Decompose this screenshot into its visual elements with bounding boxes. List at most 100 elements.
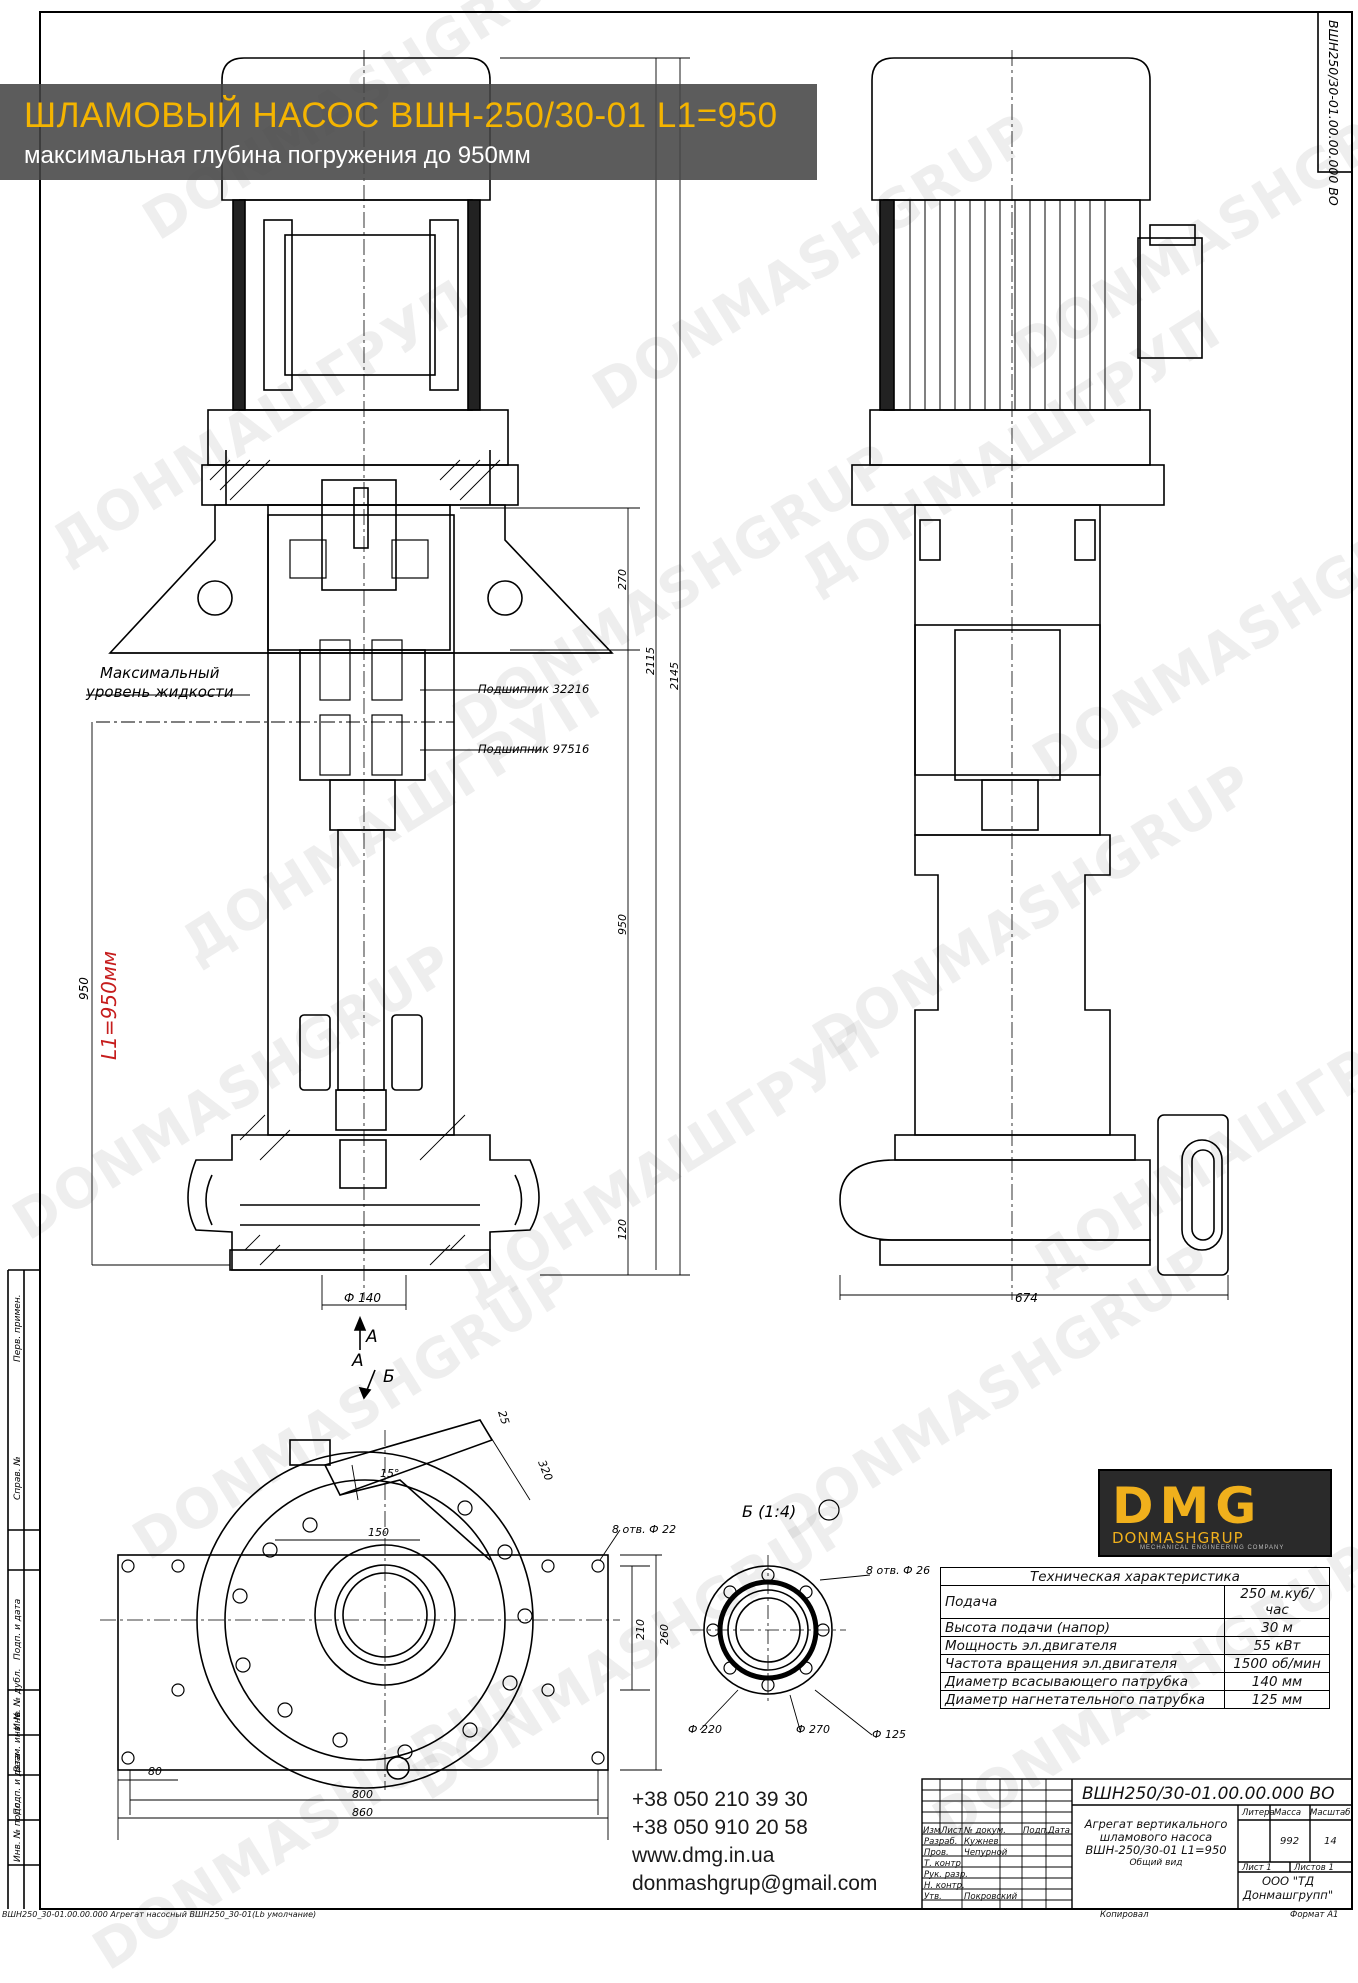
strip-sprav: Справ. № xyxy=(13,1456,23,1500)
dmg-logo: DMG DONMASHGRUP MECHANICAL ENGINEERING C… xyxy=(1098,1469,1332,1557)
sheet-label: Лист 1 xyxy=(1242,1863,1272,1873)
scale-value: 14 xyxy=(1324,1836,1337,1847)
dim-210: 210 xyxy=(634,1619,647,1640)
liquid-level-label-1: Максимальный xyxy=(100,664,220,682)
tb-role: № докум. xyxy=(964,1826,1006,1836)
dim-860: 860 xyxy=(352,1806,373,1819)
technical-drawing: ВШН250/30-01.00.00.000 ВО Максимальный у… xyxy=(7,11,1353,1910)
spec-name: Мощность эл.двигателя xyxy=(940,1636,1225,1655)
col-scale: Масштаб xyxy=(1310,1808,1351,1818)
dim-260: 260 xyxy=(658,1624,671,1645)
dim-800: 800 xyxy=(352,1788,373,1801)
footer-filename: ВШН250_30-01.00.00.000 Агрегат насосный … xyxy=(2,1910,317,1919)
tb-role: Т. контр. xyxy=(924,1859,964,1869)
spec-name: Диаметр нагнетательного патрубка xyxy=(940,1690,1225,1709)
logo-mark: DMG xyxy=(1112,1477,1263,1535)
strip-vzam-inv: Взам. инв. № xyxy=(13,1711,23,1772)
dim-120: 120 xyxy=(616,1219,629,1240)
strip-podp-2: Подп. и дата xyxy=(13,1754,23,1815)
website-link[interactable]: www.dmg.in.ua xyxy=(632,1844,775,1867)
tb-role: Подп. xyxy=(1023,1826,1049,1836)
tb-role: Кужнев xyxy=(964,1837,999,1847)
spec-value: 140 мм xyxy=(1224,1672,1330,1691)
view-b-label: Б xyxy=(383,1367,395,1387)
spec-row: Высота подачи (напор)30 м xyxy=(940,1618,1330,1637)
view-a-label: А xyxy=(365,1327,378,1347)
dim-320: 320 xyxy=(535,1458,555,1482)
tb-role: Дата xyxy=(1048,1826,1071,1836)
col-litera: Литера xyxy=(1242,1808,1275,1818)
tb-role: Разраб. xyxy=(924,1837,958,1847)
spec-name: Подача xyxy=(940,1585,1225,1619)
header-banner: ШЛАМОВЫЙ НАСОС ВШН-250/30-01 L1=950 макс… xyxy=(0,84,817,180)
dim-220: Ф 220 xyxy=(688,1723,722,1736)
motor-cap xyxy=(221,57,491,201)
company-line: Донмашгрупп" xyxy=(1242,1888,1334,1902)
dim-8-holes-22: 8 отв. Ф 22 xyxy=(612,1523,676,1536)
phone-2[interactable]: +38 050 910 20 58 xyxy=(632,1816,808,1839)
banner-subtitle: максимальная глубина погружения до 950мм xyxy=(24,142,531,169)
dim-15deg: 15° xyxy=(380,1467,400,1480)
title-name-line: Агрегат вертикального xyxy=(1084,1817,1228,1831)
liquid-level-label-2: уровень жидкости xyxy=(85,683,234,701)
title-block-company: ООО "ТД Донмашгрупп" xyxy=(1242,1874,1334,1902)
sheets-label: Листов 1 xyxy=(1294,1863,1334,1873)
tb-role: Пров. xyxy=(924,1848,949,1858)
dim-25: 25 xyxy=(495,1409,512,1426)
spec-name: Диаметр всасывающего патрубка xyxy=(940,1672,1225,1691)
tb-role: Изм xyxy=(923,1826,941,1836)
strip-inv-podl: Инв. № подл. xyxy=(13,1800,23,1862)
logo-tagline: MECHANICAL ENGINEERING COMPANY xyxy=(1140,1545,1285,1551)
spec-value: 55 кВт xyxy=(1224,1636,1330,1655)
tb-role: Чепурной xyxy=(964,1848,1008,1858)
dim-150: 150 xyxy=(368,1526,389,1539)
title-block-grid xyxy=(921,1778,1353,1910)
tb-role: Н. контр. xyxy=(924,1881,965,1891)
tb-role: Рук. разр. xyxy=(924,1870,968,1880)
spec-name: Высота подачи (напор) xyxy=(940,1618,1225,1637)
detail-b-label: Б (1:4) xyxy=(742,1502,796,1521)
tb-role: Покровский xyxy=(964,1892,1018,1902)
spec-name: Частота вращения эл.двигателя xyxy=(940,1654,1225,1673)
spec-value: 1500 об/мин xyxy=(1224,1654,1330,1673)
format-label: Формат А1 xyxy=(1290,1910,1339,1920)
bearing-label-2: Подшипник 97516 xyxy=(478,742,589,756)
strip-inv-dubl: Инв. № дубл. xyxy=(13,1668,23,1730)
view-a-label-2: А xyxy=(351,1351,364,1371)
title-name-line: шламового насоса xyxy=(1099,1830,1213,1844)
title-name-line: ВШН-250/30-01 L1=950 xyxy=(1085,1843,1227,1857)
phone-1[interactable]: +38 050 210 39 30 xyxy=(632,1788,808,1811)
frame-border xyxy=(39,11,1353,1910)
title-block-code: ВШН250/30-01.00.00.000 ВО xyxy=(1082,1784,1335,1804)
email-link[interactable]: donmashgrup@gmail.com xyxy=(632,1872,878,1895)
dim-270: 270 xyxy=(616,569,629,590)
dim-80: 80 xyxy=(148,1765,162,1778)
title-name-line: Общий вид xyxy=(1129,1858,1183,1868)
dim-950-left: 950 xyxy=(77,977,91,1000)
col-mass: Масса xyxy=(1274,1808,1302,1818)
dim-674: 674 xyxy=(1015,1291,1038,1305)
dim-2145: 2145 xyxy=(668,662,681,690)
logo-name: DONMASHGRUP xyxy=(1112,1529,1244,1547)
mass-value: 992 xyxy=(1280,1836,1300,1847)
dim-2115: 2115 xyxy=(644,647,657,675)
spec-value: 30 м xyxy=(1224,1618,1330,1637)
dim-8-holes-26: 8 отв. Ф 26 xyxy=(866,1564,930,1577)
l1-label: L1=950мм xyxy=(97,951,121,1060)
title-block-name: Агрегат вертикального шламового насоса В… xyxy=(1076,1818,1236,1870)
dim-950: 950 xyxy=(616,914,629,935)
contacts: +38 050 210 39 30 +38 050 910 20 58 www.… xyxy=(632,1786,877,1898)
strip-podp-1: Подп. и дата xyxy=(13,1599,23,1660)
dim-125: Ф 125 xyxy=(872,1728,906,1741)
banner-title: ШЛАМОВЫЙ НАСОС ВШН-250/30-01 L1=950 xyxy=(24,96,778,135)
spec-value: 250 м.куб/час xyxy=(1224,1585,1330,1619)
bearing-label-1: Подшипник 32216 xyxy=(478,682,589,696)
dim-270b: Ф 270 xyxy=(796,1723,830,1736)
tb-role: Лист xyxy=(941,1826,963,1836)
